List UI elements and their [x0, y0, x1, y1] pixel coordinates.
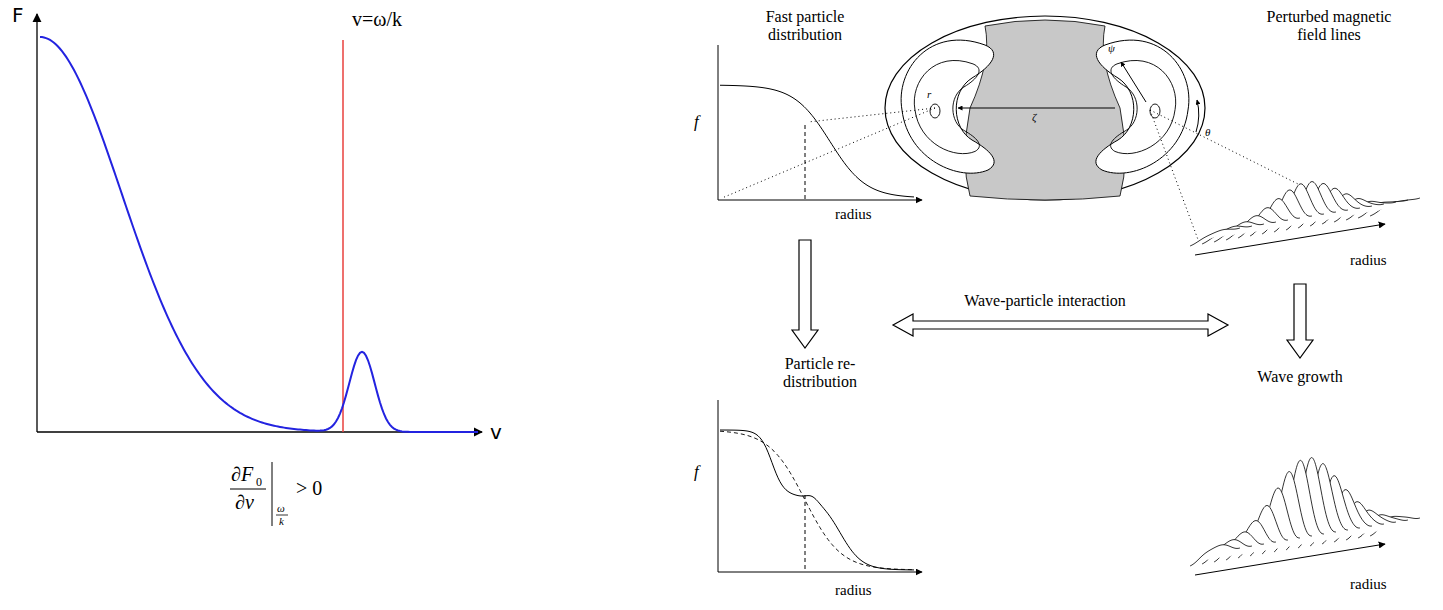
torus-outline	[885, 16, 1205, 200]
axis-label: F	[12, 4, 24, 27]
toroidal-arrow	[958, 108, 1115, 109]
phase-velocity-label: v=ω/k	[352, 8, 402, 31]
panel-heading: Particle re-distribution	[760, 355, 880, 392]
flattened-profile	[720, 430, 914, 570]
flux-surface	[1111, 60, 1176, 153]
block-arrow	[1287, 284, 1313, 358]
axis-label: radius	[1350, 252, 1387, 269]
mode-structure-meshes	[1190, 181, 1420, 566]
dashed-marker	[805, 495, 806, 572]
y-axis	[718, 400, 719, 572]
radial-arrow	[1121, 62, 1146, 102]
formula-part: ω	[277, 502, 285, 515]
torus	[885, 16, 1205, 200]
coordinate-symbol: ζ	[1032, 111, 1036, 124]
axis-label: f	[694, 462, 699, 482]
magnetic-island	[1150, 104, 1160, 118]
coordinate-symbol: θ	[1205, 126, 1210, 139]
panel-heading: Wave growth	[1230, 368, 1370, 386]
redistribution-plot	[718, 400, 922, 572]
panel-heading: Fast particle distribution	[745, 8, 865, 45]
block-arrow	[792, 240, 818, 348]
distribution-curve	[40, 37, 478, 432]
dotted-leader	[808, 108, 935, 122]
x-axis	[718, 572, 922, 573]
mode-mesh	[1190, 181, 1420, 246]
coordinate-symbol: ψ	[1108, 42, 1115, 55]
axis-label: v	[490, 421, 502, 444]
distribution-plot	[37, 14, 482, 432]
formula-part: > 0	[296, 477, 322, 500]
phase-velocity-line	[342, 40, 344, 432]
poloidal-arrow	[1196, 100, 1199, 132]
double-block-arrow	[893, 314, 1228, 336]
axis-label: radius	[835, 206, 872, 223]
y-axis	[718, 45, 719, 200]
formula-part: k	[279, 515, 284, 528]
flux-surface	[1096, 40, 1189, 173]
magnetic-island	[930, 104, 940, 118]
mesh-line	[1190, 545, 1240, 566]
y-axis	[36, 14, 37, 432]
interaction-label: Wave-particle interaction	[945, 292, 1145, 310]
coordinate-symbol: r	[927, 88, 931, 101]
dotted-leaders	[722, 108, 1330, 245]
curve-group	[40, 37, 478, 432]
panel-group: Wave growth radius	[1185, 362, 1415, 606]
original-profile	[720, 431, 914, 569]
axis-label: radius	[1350, 576, 1387, 593]
flux-surface	[901, 40, 994, 173]
mesh-occluder	[1190, 545, 1240, 566]
cross-section-left	[901, 40, 994, 173]
x-axis	[718, 200, 922, 201]
dotted-leader	[722, 108, 935, 198]
formula-part: 0	[256, 476, 262, 490]
panel-group: Perturbed magnetic field lines radius	[1185, 4, 1415, 280]
cross-section-right	[1096, 40, 1189, 173]
axis-label: f	[694, 112, 699, 132]
evaluation-bar	[272, 462, 273, 526]
mode-mesh	[1190, 457, 1420, 566]
panel-group: Particle re-distribution f radius	[680, 352, 930, 606]
axis-label: radius	[835, 582, 872, 599]
radius-axis	[1195, 224, 1385, 255]
flux-surface	[914, 60, 979, 153]
mesh-line	[1190, 228, 1240, 246]
mesh-occluder	[1190, 228, 1240, 246]
formula-part: ∂v	[235, 491, 254, 514]
panel-heading: Perturbed magnetic field lines	[1250, 8, 1408, 45]
panel-group: Fast particle distribution f radius	[680, 4, 930, 236]
dotted-leader	[1150, 110, 1200, 245]
formula-part: ∂F	[231, 463, 253, 486]
